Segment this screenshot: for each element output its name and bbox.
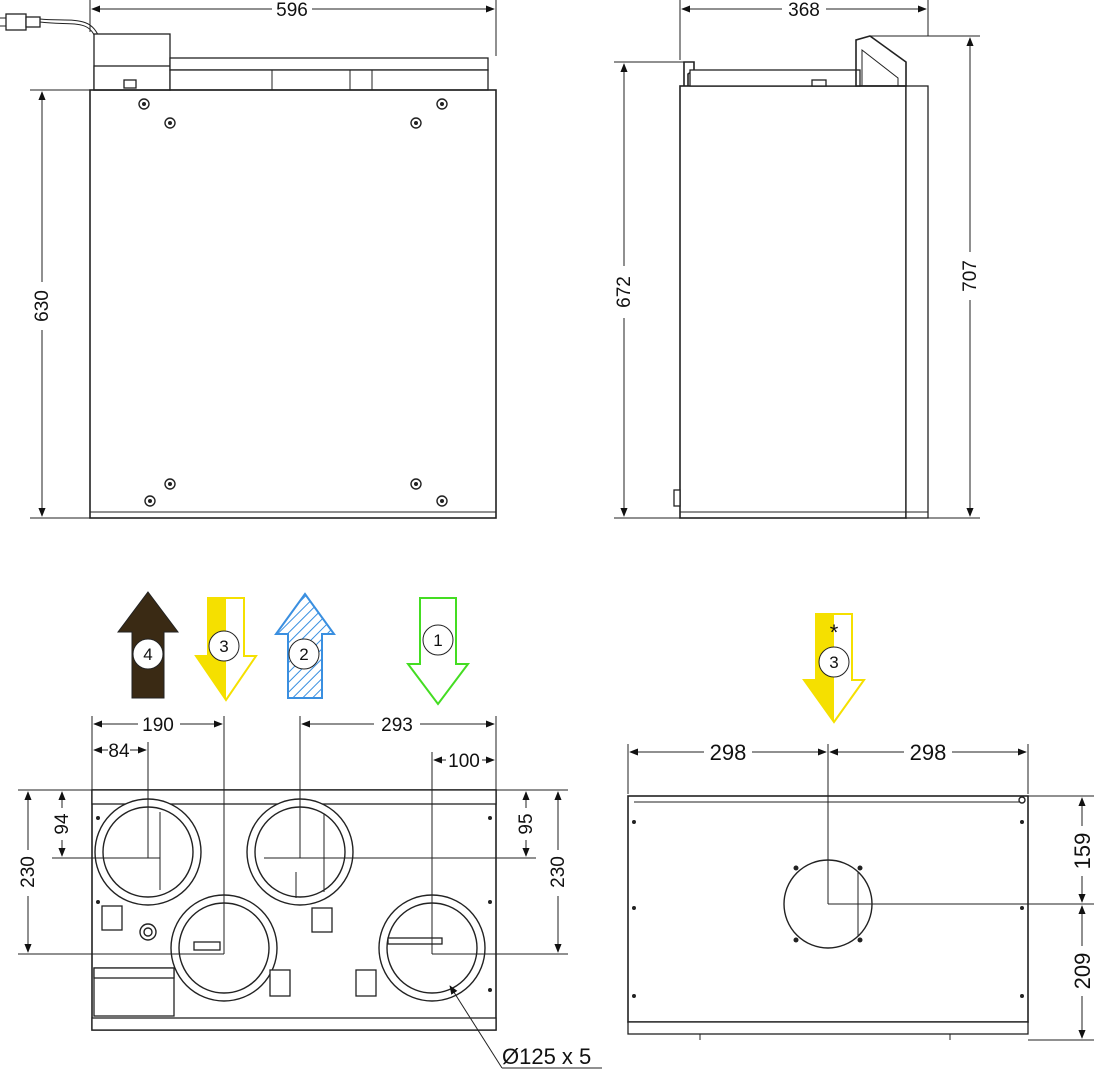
top-rail [169, 57, 489, 71]
front-panel [89, 89, 497, 519]
asterisk-mark: * [830, 620, 839, 645]
dim-230-left: 230 [18, 856, 39, 888]
svg-text:1: 1 [433, 631, 442, 650]
power-plug-icon [0, 13, 41, 31]
power-cable [39, 21, 97, 41]
dim-84: 84 [108, 741, 130, 762]
dim-298-right: 298 [910, 740, 947, 765]
dim-side-total-height: 707 [960, 260, 981, 292]
side-view: 368 672 707 [614, 0, 981, 519]
side-panel [679, 85, 907, 519]
arrow-1-icon: 1 [406, 597, 470, 706]
dim-side-height: 672 [614, 276, 635, 308]
dim-95: 95 [516, 813, 537, 834]
arrow-3-star-icon: * 3 [802, 613, 866, 724]
dim-front-height: 630 [32, 290, 53, 322]
svg-text:3: 3 [829, 653, 838, 672]
dim-298-left: 298 [710, 740, 747, 765]
screw-icon [138, 98, 448, 507]
dim-front-width: 596 [276, 0, 308, 21]
arrow-4-icon: 4 [117, 591, 179, 699]
dim-side-width: 368 [788, 0, 820, 21]
arrow-2-icon: 2 [274, 592, 336, 699]
svg-text:4: 4 [143, 645, 152, 664]
top-view: 298 298 159 209 [627, 740, 1095, 1041]
dim-159: 159 [1070, 833, 1095, 870]
dim-190: 190 [142, 715, 174, 736]
dim-209: 209 [1070, 953, 1095, 990]
svg-text:3: 3 [219, 637, 228, 656]
svg-text:2: 2 [299, 645, 308, 664]
dim-230-right: 230 [548, 856, 569, 888]
bottom-view: 190 84 293 100 94 95 230 [18, 715, 602, 1069]
dim-293: 293 [381, 715, 413, 736]
front-view: 596 630 [0, 0, 497, 519]
duct-size-label: Ø125 x 5 [502, 1044, 591, 1069]
arrow-3-icon: 3 [194, 597, 258, 702]
flow-arrows: 4 3 2 1 * 3 [117, 591, 866, 724]
dim-100: 100 [448, 751, 480, 772]
dim-94: 94 [52, 813, 73, 835]
